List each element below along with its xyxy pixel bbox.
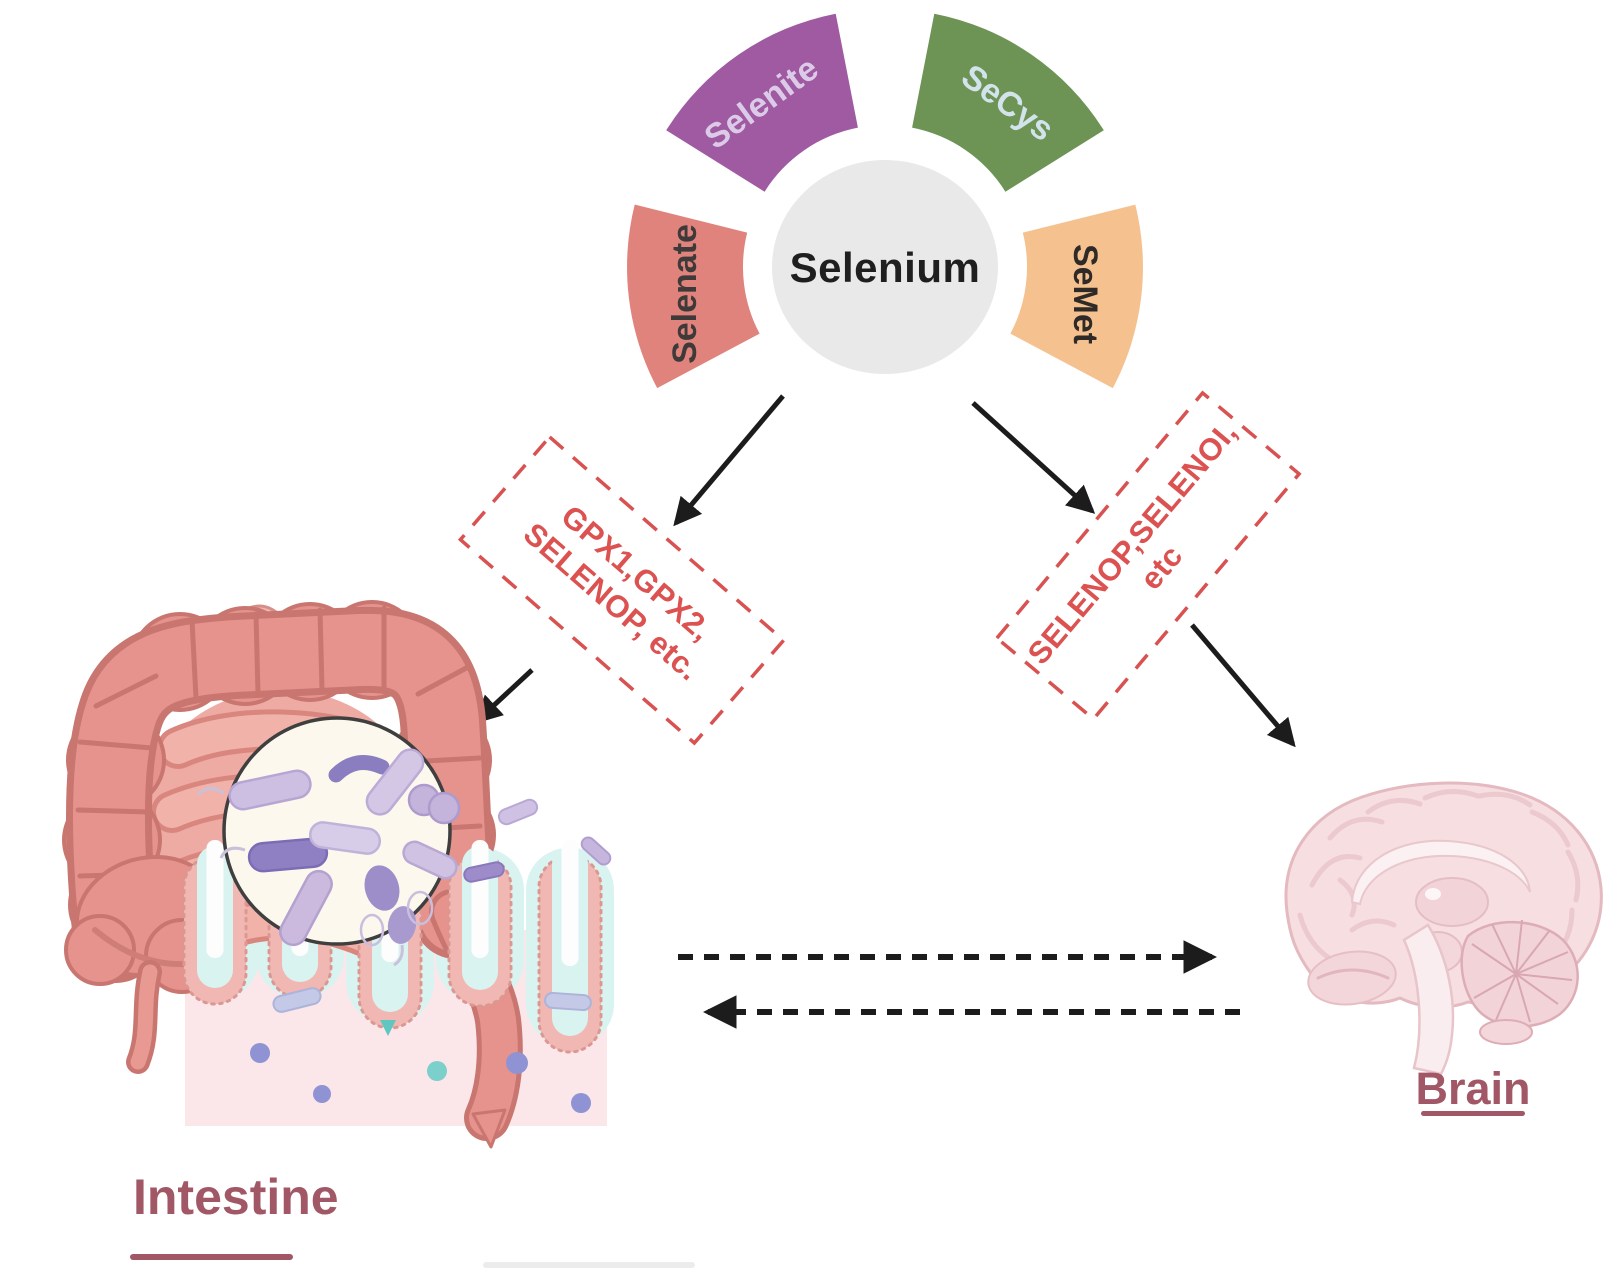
villus-tube — [537, 840, 603, 1054]
arrow-selenium-to-gpx-box — [673, 394, 785, 527]
vibrio-bacterium-icon — [328, 755, 390, 783]
selenate-label: Selenate — [666, 224, 704, 364]
selenop-selenoi-box: SELENOP,SELENOI, etc — [994, 390, 1302, 722]
intestine-underline — [130, 1254, 293, 1260]
brain-underline — [1421, 1111, 1525, 1116]
villus-tube — [182, 840, 248, 1006]
brain-label: Brain — [1415, 1063, 1530, 1114]
cerebellum-arbor — [1471, 919, 1573, 1023]
bacteria-icons — [196, 748, 461, 967]
arrow-box-to-brain — [1190, 623, 1296, 748]
arrow-selenium-to-selenop-box — [971, 401, 1096, 514]
microbiome-magnifier — [196, 716, 461, 967]
gpx-selenop-box: GPX1,GPX2, SELENOP, etc. — [457, 434, 787, 746]
selenite-wedge — [666, 13, 858, 192]
selenium-forms-ring: Selenite SeCys Selenate SeMet Selenium — [627, 13, 1143, 389]
gut-brain-axis-arrows — [678, 940, 1240, 1029]
selenium-circle — [772, 160, 998, 374]
appendix — [130, 964, 158, 1070]
absorbed-particles — [250, 987, 592, 1113]
selenop-selenoi-box-border — [994, 390, 1302, 722]
selenate-wedge — [627, 204, 760, 389]
dark-rod-bacterium-icon — [247, 837, 329, 873]
thalamus — [1415, 877, 1489, 927]
rectum-tip — [471, 1108, 507, 1149]
lumen-bacteria — [438, 798, 612, 883]
brainstem — [1402, 923, 1455, 1076]
intestine-label: Intestine — [133, 1169, 339, 1225]
semet-wedge — [1010, 204, 1143, 389]
corpus-callosum — [1350, 839, 1531, 906]
faint-line — [483, 1262, 695, 1268]
intestine-illustration — [62, 600, 614, 1149]
arrow-box-to-intestine — [473, 668, 534, 724]
temporal-lobe — [1307, 950, 1397, 1006]
semet-label: SeMet — [1066, 244, 1104, 344]
cerebrum-gyri — [1297, 789, 1581, 963]
colon — [62, 600, 523, 1149]
cerebellar-tonsil — [1479, 1019, 1533, 1045]
pathway-arrows — [473, 394, 1296, 748]
brain-illustration — [1284, 781, 1603, 1076]
selenop-selenoi-box-line1: SELENOP,SELENOI, — [1021, 415, 1244, 671]
selenium-label: Selenium — [790, 244, 981, 291]
secys-wedge — [912, 13, 1104, 192]
